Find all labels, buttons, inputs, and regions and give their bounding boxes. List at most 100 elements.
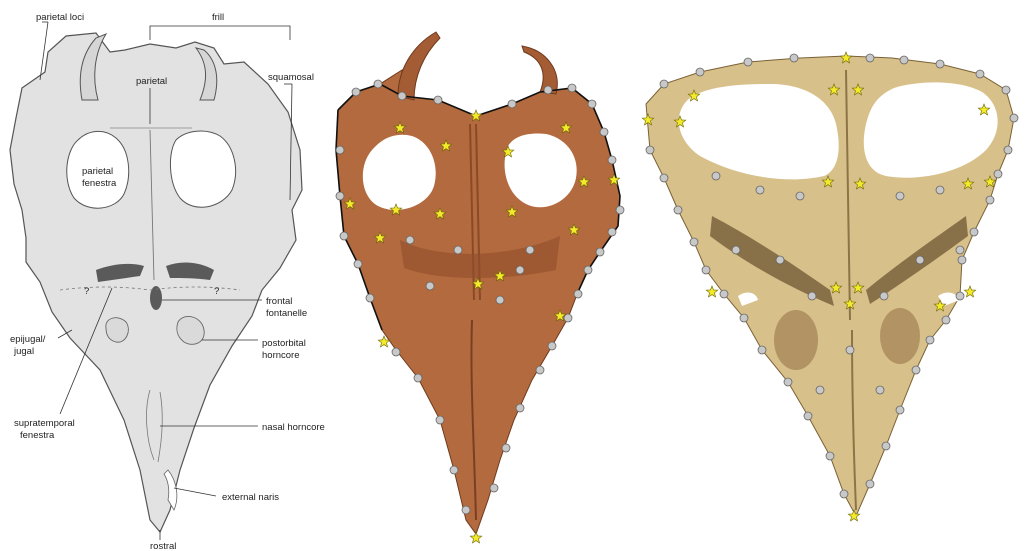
label-parietal-fenestra-2: fenestra	[82, 178, 117, 189]
landmark-fixed-marker	[846, 346, 854, 354]
landmark-fixed-marker	[660, 80, 668, 88]
landmark-fixed-marker	[392, 348, 400, 356]
label-external-naris: external naris	[222, 492, 279, 503]
brown-left-horn	[398, 32, 440, 100]
landmark-fixed-marker	[544, 86, 552, 94]
landmark-fixed-marker	[900, 56, 908, 64]
landmark-fixed-marker	[674, 206, 682, 214]
beige-right-orbit	[880, 308, 920, 364]
drawing-right-parietal-fenestra	[170, 131, 235, 207]
landmark-fixed-marker	[536, 366, 544, 374]
landmark-fixed-marker	[366, 294, 374, 302]
landmark-fixed-marker	[732, 246, 740, 254]
landmark-fixed-marker	[790, 54, 798, 62]
landmark-fixed-marker	[496, 296, 504, 304]
landmark-fixed-marker	[696, 68, 704, 76]
landmark-fixed-marker	[826, 452, 834, 460]
landmark-fixed-marker	[600, 128, 608, 136]
landmark-fixed-marker	[660, 174, 668, 182]
landmark-fixed-marker	[1002, 86, 1010, 94]
landmark-sliding-marker	[706, 286, 717, 297]
label-nasal-horncore: nasal horncore	[262, 422, 325, 433]
label-parietal-loci: parietal loci	[36, 12, 84, 23]
landmark-fixed-marker	[690, 238, 698, 246]
landmark-fixed-marker	[880, 292, 888, 300]
landmark-fixed-marker	[926, 336, 934, 344]
landmark-fixed-marker	[896, 406, 904, 414]
beige-left-orbit	[774, 310, 818, 370]
landmark-fixed-marker	[976, 70, 984, 78]
label-parietal-fenestra-1: parietal	[82, 166, 113, 177]
landmark-fixed-marker	[808, 292, 816, 300]
landmark-fixed-marker	[942, 316, 950, 324]
landmark-fixed-marker	[720, 290, 728, 298]
landmark-fixed-marker	[740, 314, 748, 322]
landmark-fixed-marker	[450, 466, 458, 474]
label-squamosal: squamosal	[268, 72, 314, 83]
landmark-fixed-marker	[936, 60, 944, 68]
label-supratemporal-fenestra-1: supratemporal	[14, 418, 75, 429]
landmark-fixed-marker	[340, 232, 348, 240]
landmark-fixed-marker	[866, 54, 874, 62]
label-postorbital-horncore-2: horncore	[262, 350, 300, 361]
label-frill: frill	[212, 12, 224, 23]
skull-line-drawing: parietal loci frill parietal squamosal p…	[10, 12, 325, 551]
landmark-fixed-marker	[816, 386, 824, 394]
landmark-fixed-marker	[588, 100, 596, 108]
landmark-fixed-marker	[526, 246, 534, 254]
landmark-fixed-marker	[956, 292, 964, 300]
landmark-fixed-marker	[796, 192, 804, 200]
landmark-fixed-marker	[564, 314, 572, 322]
landmark-fixed-marker	[354, 260, 362, 268]
brown-skull-body	[336, 70, 620, 534]
landmark-fixed-marker	[336, 192, 344, 200]
landmark-fixed-marker	[646, 146, 654, 154]
landmark-fixed-marker	[702, 266, 710, 274]
landmark-fixed-marker	[1004, 146, 1012, 154]
landmark-fixed-marker	[994, 170, 1002, 178]
skull-photo-brown	[336, 32, 624, 543]
landmark-fixed-marker	[374, 80, 382, 88]
landmark-fixed-marker	[516, 266, 524, 274]
drawing-left-postorbital-horncore	[106, 318, 129, 342]
label-rostral: rostral	[150, 541, 176, 551]
landmark-fixed-marker	[584, 266, 592, 274]
landmark-fixed-marker	[896, 192, 904, 200]
landmark-fixed-marker	[876, 386, 884, 394]
brown-right-horn	[522, 46, 557, 94]
landmark-sliding-marker	[470, 532, 481, 543]
landmark-fixed-marker	[936, 186, 944, 194]
landmark-fixed-marker	[596, 248, 604, 256]
landmark-fixed-marker	[970, 228, 978, 236]
landmark-fixed-marker	[840, 490, 848, 498]
label-frontal-fontanelle-2: fontanelle	[266, 308, 307, 319]
landmark-fixed-marker	[776, 256, 784, 264]
landmark-fixed-marker	[912, 366, 920, 374]
label-frontal-fontanelle-1: frontal	[266, 296, 292, 307]
landmark-fixed-marker	[756, 186, 764, 194]
drawing-skull-outline	[10, 33, 302, 532]
skull-photo-beige	[642, 52, 1018, 521]
label-question-right: ?	[214, 286, 219, 297]
landmark-fixed-marker	[454, 246, 462, 254]
landmark-fixed-marker	[398, 92, 406, 100]
label-postorbital-horncore-1: postorbital	[262, 338, 306, 349]
label-parietal: parietal	[136, 76, 167, 87]
landmark-fixed-marker	[882, 442, 890, 450]
landmark-fixed-marker	[434, 96, 442, 104]
landmark-fixed-marker	[608, 228, 616, 236]
landmark-fixed-marker	[986, 196, 994, 204]
landmark-sliding-marker	[964, 286, 975, 297]
landmark-fixed-marker	[462, 506, 470, 514]
landmark-fixed-marker	[502, 444, 510, 452]
landmark-fixed-marker	[744, 58, 752, 66]
label-epijugal-1: epijugal/	[10, 334, 46, 345]
landmark-fixed-marker	[616, 206, 624, 214]
landmark-fixed-marker	[1010, 114, 1018, 122]
landmark-fixed-marker	[426, 282, 434, 290]
landmark-fixed-marker	[568, 84, 576, 92]
landmark-fixed-marker	[508, 100, 516, 108]
landmark-fixed-marker	[712, 172, 720, 180]
landmark-fixed-marker	[414, 374, 422, 382]
